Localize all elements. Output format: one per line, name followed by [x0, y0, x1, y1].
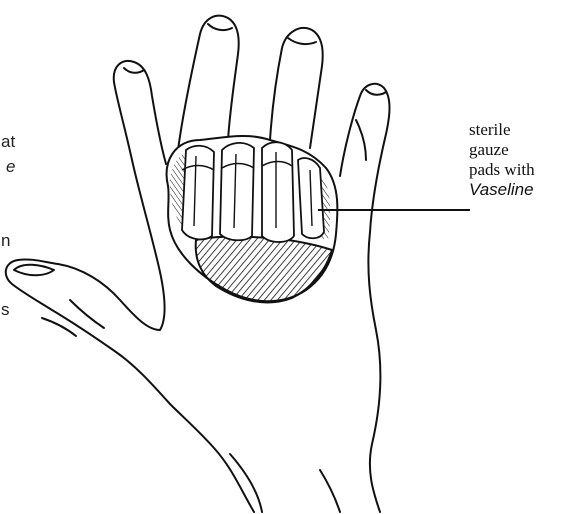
callout-line: pads with	[469, 160, 535, 180]
callout-label: sterile gauze pads with Vaseline	[469, 120, 535, 200]
callout-line: gauze	[469, 140, 535, 160]
finger-stump	[182, 146, 214, 240]
thumb-nail	[14, 265, 54, 276]
gauze-dressing	[167, 136, 338, 303]
ring-finger	[178, 16, 239, 150]
finger-stump	[220, 143, 254, 240]
finger-stump	[262, 142, 294, 242]
middle-finger	[270, 28, 323, 148]
callout-line: Vaseline	[469, 180, 535, 200]
gauze-lower-pad	[196, 237, 332, 303]
callout-line: sterile	[469, 120, 535, 140]
